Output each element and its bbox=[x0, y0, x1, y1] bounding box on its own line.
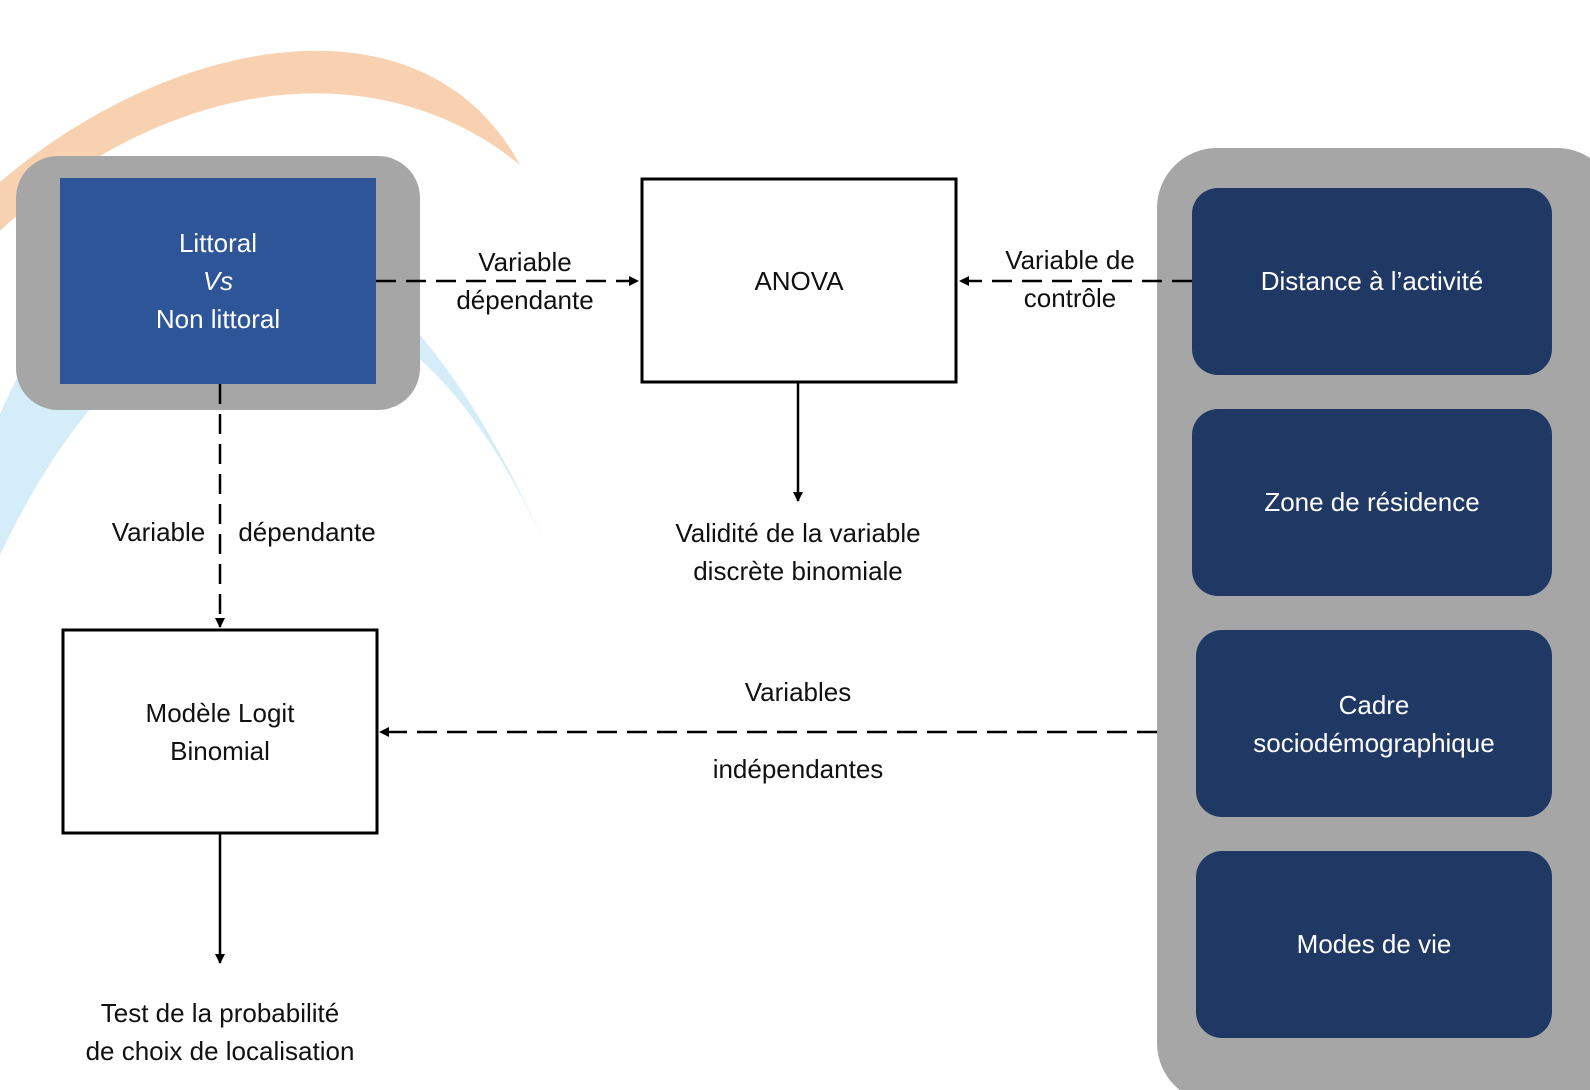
edge-label-littoral-to-anova: Variable dépendante bbox=[456, 247, 594, 315]
factor-box-modes bbox=[1196, 851, 1552, 1038]
factor-box-cadre bbox=[1196, 630, 1552, 817]
anova-box bbox=[640, 177, 958, 384]
factor-label-cadre: Cadre sociodémographique bbox=[1253, 690, 1495, 758]
factor-label-distance: Distance à l’activité bbox=[1260, 266, 1484, 296]
logit-line1: Modèle Logit bbox=[145, 698, 295, 728]
factor-box-zone bbox=[1192, 409, 1552, 596]
littoral-label: Littoral Vs Non littoral bbox=[60, 224, 376, 338]
logit-result: Test de la probabilité de choix de local… bbox=[85, 998, 355, 1066]
littoral-box bbox=[60, 178, 376, 384]
factor-box-distance bbox=[1192, 188, 1552, 375]
logit-label: Modèle Logit Binomial bbox=[63, 694, 377, 770]
edge-label-littoral-to-logit-part2: dépendante bbox=[228, 513, 386, 551]
orange-swoosh bbox=[0, 50, 520, 231]
littoral-line1: Littoral bbox=[178, 228, 258, 258]
factor-label-zone: Zone de résidence bbox=[1264, 487, 1480, 517]
anova-label: ANOVA bbox=[754, 266, 844, 296]
logit-line2: Binomial bbox=[170, 736, 270, 766]
edge-label-littoral-to-logit-part1: Variable bbox=[103, 513, 214, 551]
littoral-line3: Non littoral bbox=[155, 304, 281, 334]
factor-label-modes: Modes de vie bbox=[1296, 929, 1452, 959]
edge-label-factors-to-logit-line1: Variables bbox=[744, 677, 852, 707]
edge-label-factors-to-anova: Variable de contrôle bbox=[1005, 245, 1135, 313]
anova-result: Validité de la variable discrète binomia… bbox=[675, 518, 921, 586]
edge-label-factors-to-logit-line2: indépendantes bbox=[712, 754, 884, 784]
littoral-line2: Vs bbox=[202, 266, 234, 296]
